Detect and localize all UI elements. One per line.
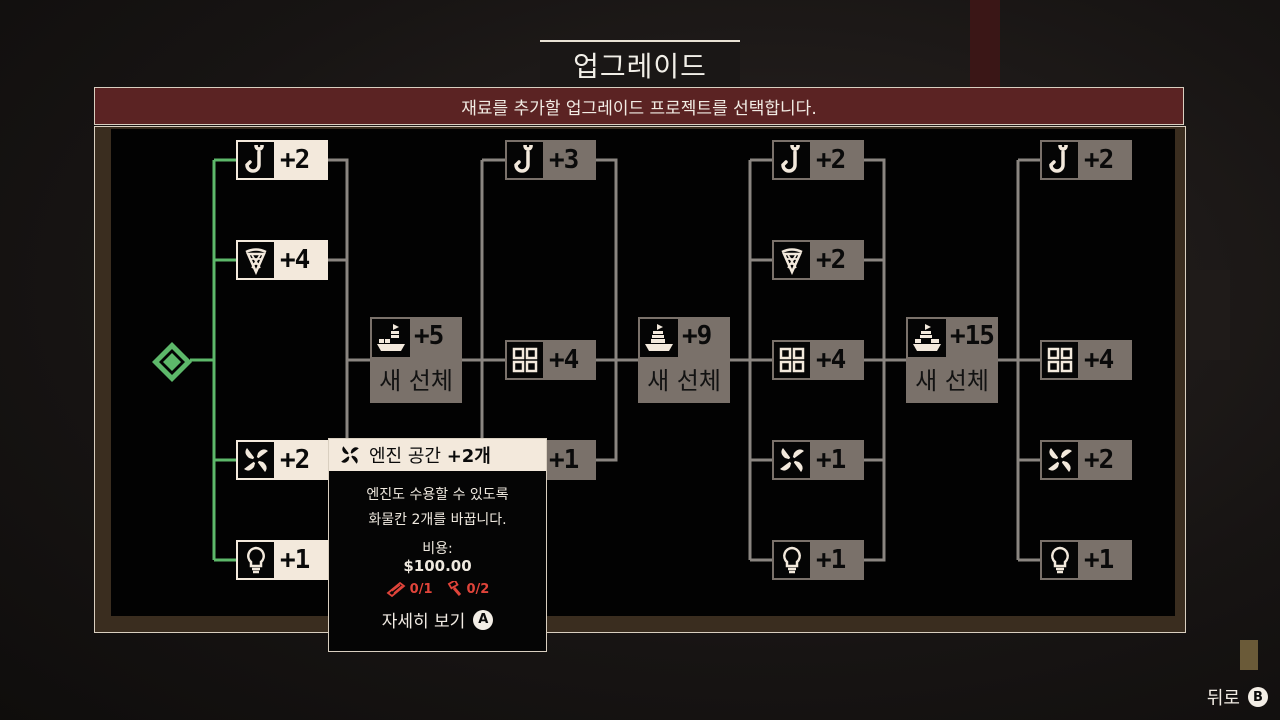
bolt-icon bbox=[447, 581, 461, 596]
upgrade-node-engine[interactable]: +2 bbox=[1040, 440, 1132, 480]
hull-label: 새 선체 bbox=[647, 367, 721, 395]
upgrade-node-net[interactable]: +4 bbox=[236, 240, 328, 280]
material-count: 0/2 bbox=[466, 581, 490, 597]
node-value: +1 bbox=[549, 445, 579, 475]
propeller-icon bbox=[339, 444, 361, 466]
fishing-hook-icon bbox=[1040, 140, 1080, 180]
plank-icon bbox=[386, 581, 406, 597]
details-button[interactable]: 자세히 보기 A bbox=[329, 607, 546, 632]
lightbulb-icon bbox=[1040, 540, 1080, 580]
root-node-diamond-icon bbox=[150, 340, 192, 382]
grid-icon bbox=[772, 340, 812, 380]
upgrade-node-engine[interactable]: +2 bbox=[236, 440, 328, 480]
ship-icon bbox=[640, 319, 678, 357]
upgrade-node-light[interactable]: +1 bbox=[1040, 540, 1132, 580]
b-button-icon: B bbox=[1248, 687, 1268, 707]
node-value: +1 bbox=[1084, 545, 1114, 575]
upgrade-node-light[interactable]: +1 bbox=[236, 540, 328, 580]
node-value: +1 bbox=[816, 545, 846, 575]
upgrade-node-storage[interactable]: +4 bbox=[505, 340, 596, 380]
fishing-hook-icon bbox=[505, 140, 545, 180]
node-value: +4 bbox=[280, 245, 310, 275]
page-title: 업그레이드 bbox=[540, 40, 740, 90]
node-value: +2 bbox=[280, 445, 310, 475]
upgrade-node-rod[interactable]: +2 bbox=[1040, 140, 1132, 180]
propeller-icon bbox=[236, 440, 276, 480]
hull-value: +5 bbox=[414, 321, 444, 351]
lightbulb-icon bbox=[772, 540, 812, 580]
propeller-icon bbox=[772, 440, 812, 480]
grid-icon bbox=[505, 340, 545, 380]
upgrade-node-rod[interactable]: +3 bbox=[505, 140, 596, 180]
node-value: +4 bbox=[816, 345, 846, 375]
hull-value: +15 bbox=[950, 321, 995, 351]
upgrade-node-hull-1[interactable]: +5 새 선체 bbox=[370, 317, 462, 403]
upgrade-node-engine[interactable]: +1 bbox=[772, 440, 864, 480]
node-value: +4 bbox=[549, 345, 579, 375]
tooltip-description: 엔진도 수용할 수 있도록 화물칸 2개를 바꿉니다. bbox=[329, 483, 546, 533]
background-decoration bbox=[1190, 270, 1230, 360]
upgrade-tooltip: 엔진 공간 +2개 엔진도 수용할 수 있도록 화물칸 2개를 바꿉니다. 비용… bbox=[328, 438, 547, 652]
cost-value: $100.00 bbox=[403, 557, 472, 575]
grid-icon bbox=[1040, 340, 1080, 380]
upgrade-node-hull-2[interactable]: +9 새 선체 bbox=[638, 317, 730, 403]
hull-label: 새 선체 bbox=[915, 367, 989, 395]
ship-icon bbox=[372, 319, 410, 357]
node-value: +4 bbox=[1084, 345, 1114, 375]
back-label: 뒤로 bbox=[1206, 688, 1240, 709]
cost-label: 비용: bbox=[422, 541, 453, 557]
upgrade-node-storage[interactable]: +4 bbox=[1040, 340, 1132, 380]
node-value: +2 bbox=[1084, 445, 1114, 475]
net-icon bbox=[772, 240, 812, 280]
ship-icon bbox=[908, 319, 946, 357]
upgrade-node-net[interactable]: +2 bbox=[772, 240, 864, 280]
net-icon bbox=[236, 240, 276, 280]
node-value: +2 bbox=[1084, 145, 1114, 175]
material-requirements: 0/1 0/2 bbox=[329, 581, 546, 597]
background-decoration bbox=[970, 0, 1000, 90]
node-value: +2 bbox=[816, 145, 846, 175]
hull-label: 새 선체 bbox=[379, 367, 453, 395]
node-value: +3 bbox=[549, 145, 579, 175]
upgrade-node-hull-3[interactable]: +15 새 선체 bbox=[906, 317, 998, 403]
subtitle-banner: 재료를 추가할 업그레이드 프로젝트를 선택합니다. bbox=[94, 87, 1184, 125]
material-item: 0/1 bbox=[386, 581, 433, 597]
node-value: +1 bbox=[816, 445, 846, 475]
node-value: +1 bbox=[280, 545, 310, 575]
upgrade-node-light[interactable]: +1 bbox=[772, 540, 864, 580]
tooltip-title: 엔진 공간 bbox=[369, 446, 441, 467]
upgrade-node-rod[interactable]: +2 bbox=[236, 140, 328, 180]
material-count: 0/1 bbox=[409, 581, 433, 597]
a-button-icon: A bbox=[473, 609, 494, 630]
back-button[interactable]: 뒤로 B bbox=[1207, 684, 1268, 710]
fishing-hook-icon bbox=[772, 140, 812, 180]
background-lantern bbox=[1240, 640, 1258, 670]
material-item: 0/2 bbox=[447, 581, 490, 597]
hull-value: +9 bbox=[682, 321, 712, 351]
fishing-hook-icon bbox=[236, 140, 276, 180]
upgrade-node-rod[interactable]: +2 bbox=[772, 140, 864, 180]
tooltip-title-bold: +2개 bbox=[446, 446, 491, 467]
node-value: +2 bbox=[816, 245, 846, 275]
propeller-icon bbox=[1040, 440, 1080, 480]
tooltip-desc-line: 화물칸 2개를 바꿉니다. bbox=[368, 512, 507, 528]
details-label: 자세히 보기 bbox=[381, 612, 466, 632]
lightbulb-icon bbox=[236, 540, 276, 580]
tooltip-desc-line: 엔진도 수용할 수 있도록 bbox=[366, 487, 509, 503]
upgrade-node-storage[interactable]: +4 bbox=[772, 340, 864, 380]
tooltip-header: 엔진 공간 +2개 bbox=[329, 439, 546, 471]
node-value: +2 bbox=[280, 145, 310, 175]
